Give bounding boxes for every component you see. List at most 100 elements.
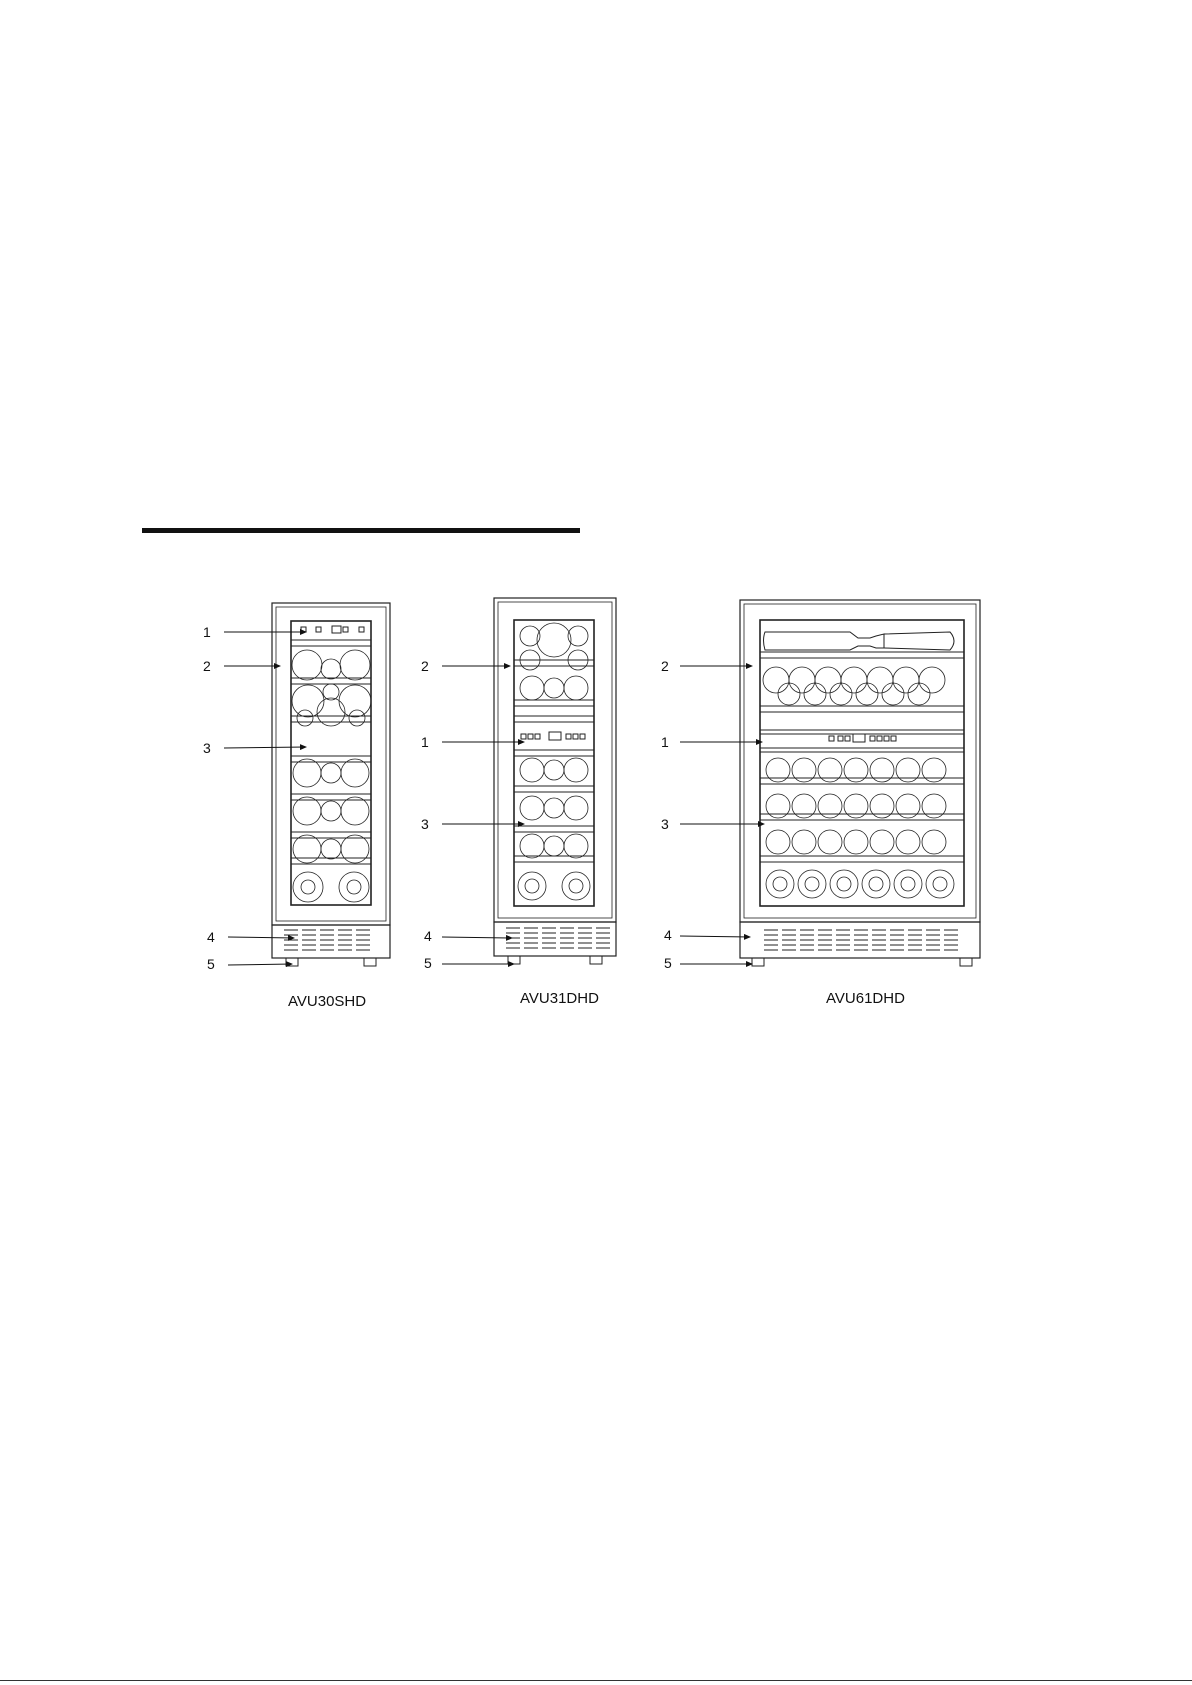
callout-3-cabinet-2: 3: [421, 816, 429, 832]
bottle-end: [841, 667, 867, 693]
shelf-lines-2: [514, 660, 594, 862]
bottle-end: [349, 710, 365, 726]
bottle-end-inner: [837, 877, 851, 891]
feet-3: [752, 958, 972, 966]
bottles-3: [763, 667, 954, 898]
bottle-end: [804, 683, 826, 705]
callout-5-cabinet-1: 5: [207, 956, 215, 972]
cabinet-avu30shd: [272, 603, 390, 966]
model-label-avu61dhd: AVU61DHD: [826, 990, 905, 1007]
bottle-end: [815, 667, 841, 693]
model-label-avu31dhd: AVU31DHD: [520, 990, 599, 1007]
bottle-end-inner: [773, 877, 787, 891]
control-panel-2: [521, 732, 585, 740]
cabinet-avu31dhd: [494, 598, 616, 964]
bottle-end: [818, 830, 842, 854]
callout-4-cabinet-1: 4: [207, 929, 215, 945]
bottle-end: [537, 623, 571, 657]
bottle-end: [323, 684, 339, 700]
bottle-end: [792, 830, 816, 854]
bottle-top-shelf: [764, 632, 955, 650]
callout-5-cabinet-2: 5: [424, 955, 432, 971]
bottle-end: [568, 626, 588, 646]
bottle-end: [341, 797, 369, 825]
bottle-end: [564, 676, 588, 700]
bottle-end: [339, 872, 369, 902]
bottle-end: [544, 836, 564, 856]
bottle-end: [321, 839, 341, 859]
feet-2: [508, 956, 602, 964]
callout-2-cabinet-1: 2: [203, 658, 211, 674]
bottle-end: [293, 797, 321, 825]
bottle-end: [844, 830, 868, 854]
bottle-end-inner: [901, 877, 915, 891]
bottle-end: [867, 667, 893, 693]
bottle-end-inner: [301, 880, 315, 894]
bottle-end: [830, 870, 858, 898]
bottle-end: [766, 830, 790, 854]
bottle-end: [908, 683, 930, 705]
bottle-end: [896, 830, 920, 854]
callout-1-cabinet-2: 1: [421, 734, 429, 750]
callout-1-cabinet-3: 1: [661, 734, 669, 750]
bottle-end: [926, 870, 954, 898]
callout-4-cabinet-2: 4: [424, 928, 432, 944]
bottle-end: [544, 798, 564, 818]
bottle-end: [922, 830, 946, 854]
bottle-end: [520, 676, 544, 700]
bottle-end: [321, 659, 341, 679]
bottle-end: [894, 870, 922, 898]
bottle-end: [862, 870, 890, 898]
vent-grille-3: [764, 930, 958, 950]
callout-2-cabinet-2: 2: [421, 658, 429, 674]
callout-1-cabinet-1: 1: [203, 624, 211, 640]
bottle-end: [544, 678, 564, 698]
bottle-end: [763, 667, 789, 693]
bottle-end: [882, 683, 904, 705]
bottle-end-inner: [933, 877, 947, 891]
bottle-end: [292, 685, 324, 717]
callout-2-cabinet-3: 2: [661, 658, 669, 674]
bottle-end: [297, 710, 313, 726]
bottle-end: [293, 872, 323, 902]
bottle-end: [856, 683, 878, 705]
bottle-end-inner: [805, 877, 819, 891]
callout-labels: 1 2 3 4 5 2 1 3 4 5 2 1 3 4 5: [203, 624, 672, 972]
bottle-end: [789, 667, 815, 693]
feet-1: [286, 958, 376, 966]
bottle-end: [341, 759, 369, 787]
bottle-end: [564, 796, 588, 820]
bottle-end: [830, 683, 852, 705]
bottle-end: [766, 870, 794, 898]
control-panel-1: [301, 626, 364, 633]
control-panel-3: [829, 734, 896, 742]
vent-grille-2: [506, 928, 610, 948]
bottle-end: [339, 685, 371, 717]
bottle-end: [520, 834, 544, 858]
model-label-avu30shd: AVU30SHD: [288, 993, 366, 1010]
bottle-end-inner: [869, 877, 883, 891]
bottle-end: [520, 758, 544, 782]
bottle-end: [870, 830, 894, 854]
callout-3-cabinet-1: 3: [203, 740, 211, 756]
bottle-end: [520, 796, 544, 820]
callout-4-cabinet-3: 4: [664, 927, 672, 943]
bottle-end: [293, 759, 321, 787]
bottle-end: [778, 683, 800, 705]
bottle-end: [564, 834, 588, 858]
callout-5-cabinet-3: 5: [664, 955, 672, 971]
cabinet-avu61dhd: [740, 600, 980, 966]
bottle-end: [321, 801, 341, 821]
bottle-end-inner: [569, 879, 583, 893]
bottle-end-inner: [525, 879, 539, 893]
bottle-end: [340, 650, 370, 680]
bottle-end: [321, 763, 341, 783]
bottle-end: [518, 872, 546, 900]
bottle-end: [292, 650, 322, 680]
bottle-end: [919, 667, 945, 693]
bottle-end: [798, 870, 826, 898]
bottle-end: [564, 758, 588, 782]
bottle-end: [341, 835, 369, 863]
bottle-end: [293, 835, 321, 863]
